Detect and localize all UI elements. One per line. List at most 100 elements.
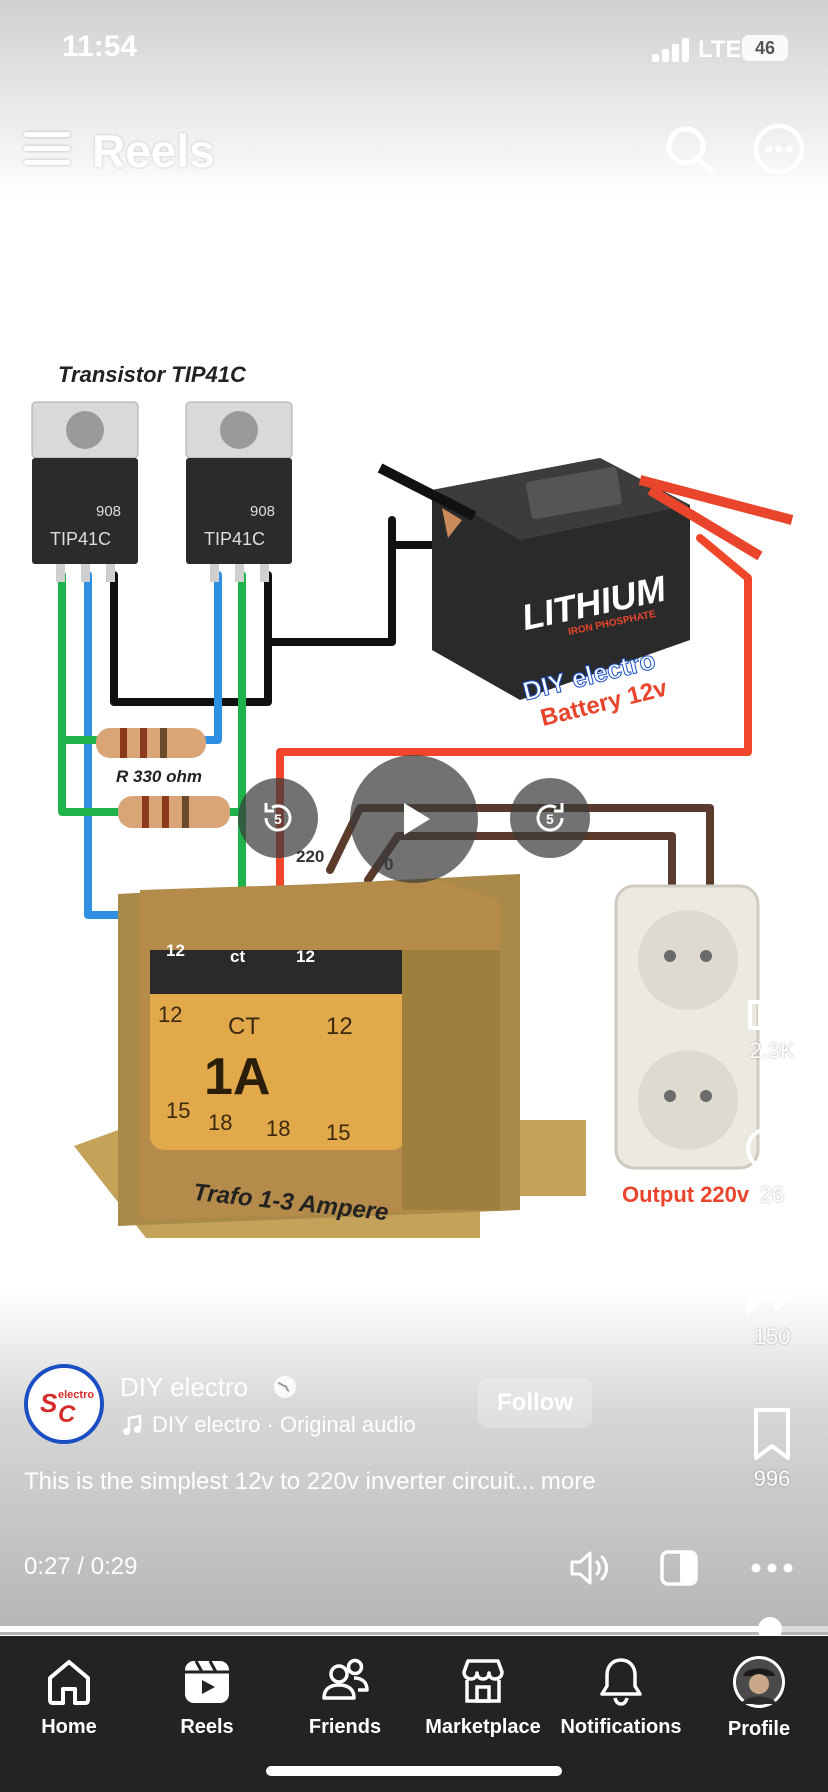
top-bar: Reels	[0, 108, 828, 192]
author-avatar[interactable]: S C electro	[24, 1364, 104, 1444]
time-display: 0:27 / 0:29	[24, 1553, 137, 1581]
like-action[interactable]: 2.3K	[727, 978, 817, 1064]
bookmark-icon	[754, 1408, 790, 1460]
nav-notifications[interactable]: Notifications	[552, 1654, 690, 1739]
reels-icon	[185, 1660, 229, 1703]
battery-level: 46	[754, 38, 776, 58]
forward-5-button[interactable]: 5	[510, 778, 590, 858]
share-count: 150	[753, 1324, 791, 1349]
rewind-5-button[interactable]: 5	[238, 778, 318, 858]
globe-icon	[274, 1376, 296, 1398]
friends-icon	[322, 1658, 369, 1700]
signal-icon	[652, 38, 692, 62]
trafo-left-top: 12	[158, 1002, 182, 1027]
profile-avatar-icon	[733, 1656, 785, 1708]
audio-label: DIY electro · Original audio	[152, 1412, 416, 1437]
top-shade	[0, 0, 828, 200]
progress-bar[interactable]	[0, 1617, 828, 1641]
tap-label-ct: ct	[230, 947, 245, 966]
bottom-shade	[0, 1290, 828, 1635]
transistor-left	[31, 401, 139, 582]
nav-home[interactable]: Home	[0, 1654, 138, 1739]
transistor-right	[185, 401, 293, 582]
resistor-top	[96, 728, 206, 758]
nav-home-label: Home	[41, 1716, 97, 1738]
nav-reels-label: Reels	[180, 1716, 234, 1738]
output-label: Output 220v	[622, 1182, 750, 1207]
transistor-code-left: 908	[96, 503, 121, 520]
trafo-bottom-3: 18	[266, 1116, 290, 1141]
trafo-bottom-2: 18	[208, 1110, 232, 1135]
svg-text:electro: electro	[58, 1389, 94, 1401]
battery-icon: 46	[742, 35, 788, 61]
caption-text: This is the simplest 12v to 220v inverte…	[24, 1468, 535, 1495]
transistor-title: Transistor TIP41C	[58, 362, 247, 387]
like-count: 2.3K	[749, 1038, 795, 1063]
svg-text:C: C	[58, 1401, 76, 1428]
battery-12v	[377, 458, 794, 700]
forward-seconds: 5	[546, 811, 554, 827]
trafo-rating: 1A	[204, 1048, 270, 1106]
fullscreen-icon[interactable]	[658, 1548, 700, 1588]
output-socket	[614, 884, 760, 1170]
search-icon[interactable]	[664, 124, 716, 176]
nav-friends-label: Friends	[308, 1716, 382, 1738]
save-action[interactable]: 996	[727, 1406, 817, 1492]
home-indicator[interactable]	[266, 1766, 562, 1776]
marketplace-icon	[462, 1659, 504, 1703]
volume-icon[interactable]	[568, 1548, 614, 1588]
status-bar: 11:54 LTE 46	[0, 0, 828, 100]
resistor-label: R 330 ohm	[116, 767, 202, 786]
share-icon	[746, 1270, 798, 1314]
trafo-bottom-4: 15	[326, 1120, 350, 1145]
author-logo: S C electro	[34, 1374, 94, 1434]
page-title: Reels	[92, 125, 215, 177]
share-action[interactable]: 150	[727, 1264, 817, 1350]
nav-profile[interactable]: Profile	[690, 1654, 828, 1741]
play-button[interactable]	[350, 755, 478, 883]
follow-button[interactable]: Follow	[478, 1378, 592, 1428]
transistor-marking-right: TIP41C	[204, 529, 265, 549]
save-count: 996	[753, 1466, 791, 1491]
music-note-icon	[123, 1414, 142, 1435]
forward-icon: 5	[536, 803, 564, 832]
caption-more-link[interactable]: more	[540, 1468, 596, 1495]
nav-marketplace-label: Marketplace	[425, 1716, 541, 1738]
duration: 0:29	[90, 1553, 138, 1580]
home-icon	[48, 1660, 90, 1705]
comment-icon	[746, 1126, 798, 1176]
tap-label-12-right: 12	[296, 947, 315, 966]
network-type: LTE	[698, 36, 742, 63]
transformer	[74, 874, 586, 1238]
time-separator: /	[70, 1553, 91, 1580]
author-name[interactable]: DIY electro	[120, 1372, 249, 1402]
resistor-bottom	[118, 796, 230, 828]
more-horizontal-icon[interactable]	[748, 1556, 796, 1580]
nav-friends[interactable]: Friends	[276, 1654, 414, 1739]
svg-text:S: S	[40, 1388, 58, 1418]
progress-fill	[0, 1626, 771, 1632]
caption[interactable]: This is the simplest 12v to 220v inverte…	[24, 1468, 704, 1496]
menu-icon[interactable]	[24, 128, 70, 168]
tap-label-12-left: 12	[166, 941, 185, 960]
play-icon	[404, 803, 430, 835]
audio-row[interactable]: DIY electro · Original audio	[120, 1412, 416, 1438]
comment-action[interactable]: 26	[727, 1122, 817, 1208]
transistor-marking-left: TIP41C	[50, 529, 111, 549]
more-options-icon[interactable]	[752, 122, 806, 176]
current-time: 0:27	[24, 1553, 71, 1580]
trafo-ct: CT	[228, 1013, 260, 1040]
nav-reels[interactable]: Reels	[138, 1654, 276, 1739]
tap-label-220: 220	[296, 847, 324, 866]
trafo-right-top: 12	[326, 1013, 353, 1040]
status-time: 11:54	[62, 30, 138, 63]
nav-notifications-label: Notifications	[560, 1716, 682, 1738]
like-icon	[748, 984, 797, 1030]
comment-count: 26	[759, 1182, 785, 1207]
nav-marketplace[interactable]: Marketplace	[414, 1654, 552, 1739]
rewind-seconds: 5	[274, 811, 282, 827]
nav-profile-label: Profile	[727, 1718, 791, 1740]
bell-icon	[600, 1658, 642, 1706]
transistor-code-right: 908	[250, 503, 275, 520]
